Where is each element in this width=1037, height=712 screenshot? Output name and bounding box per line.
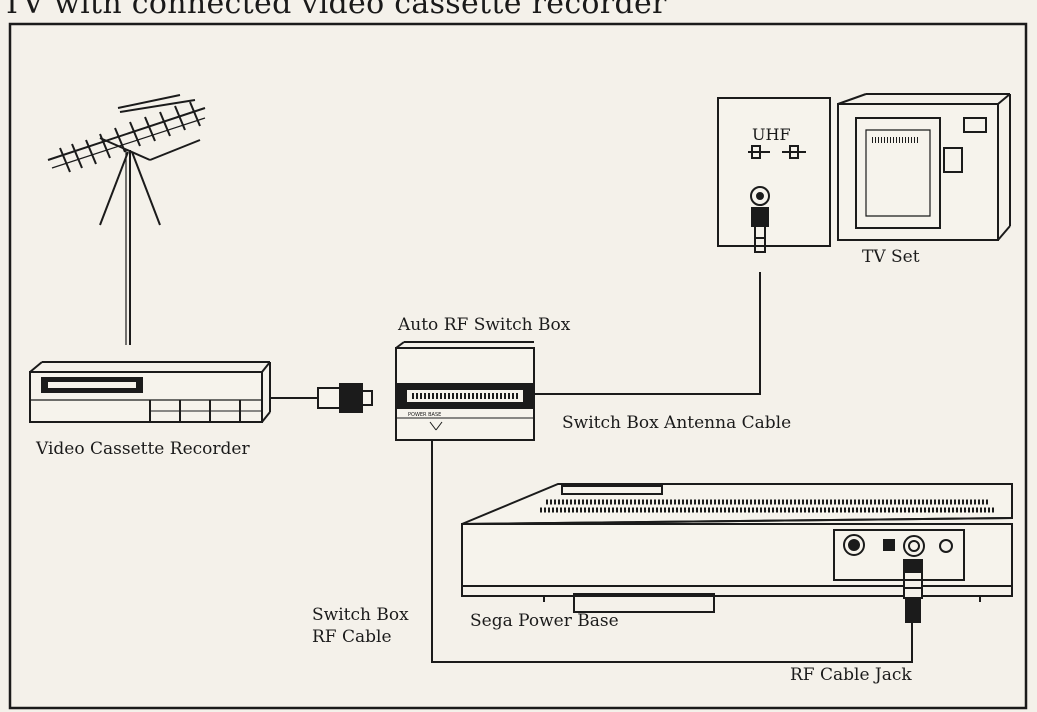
plug-icon: [317, 383, 373, 413]
switch-box-rf-cable-label-line2: RF Cable: [312, 627, 392, 647]
switch-box-antenna-cable-label: Switch Box Antenna Cable: [562, 413, 792, 433]
vcr-label: Video Cassette Recorder: [36, 439, 250, 459]
sega-power-base-label: Sega Power Base: [470, 611, 619, 631]
auto-rf-switch-box-label: Auto RF Switch Box: [398, 315, 571, 335]
diagram-frame: [8, 22, 1028, 710]
uhf-label: UHF: [752, 125, 791, 144]
page-title: TV with connected video cassette recorde…: [2, 0, 667, 21]
rf-cable: [431, 440, 913, 663]
switch-box-icon: [395, 341, 535, 441]
antenna-cable: [534, 272, 761, 395]
antenna-icon: [47, 94, 206, 345]
power-base-tag: POWER BASE: [408, 412, 441, 418]
tv-set-label: TV Set: [862, 247, 920, 267]
vcr-icon: [29, 361, 271, 423]
tv-icon: [717, 93, 1011, 253]
rf-cable-jack-label: RF Cable Jack: [790, 665, 912, 685]
switch-box-rf-cable-label-line1: Switch Box: [312, 605, 409, 625]
power-base-icon: [461, 483, 1013, 623]
